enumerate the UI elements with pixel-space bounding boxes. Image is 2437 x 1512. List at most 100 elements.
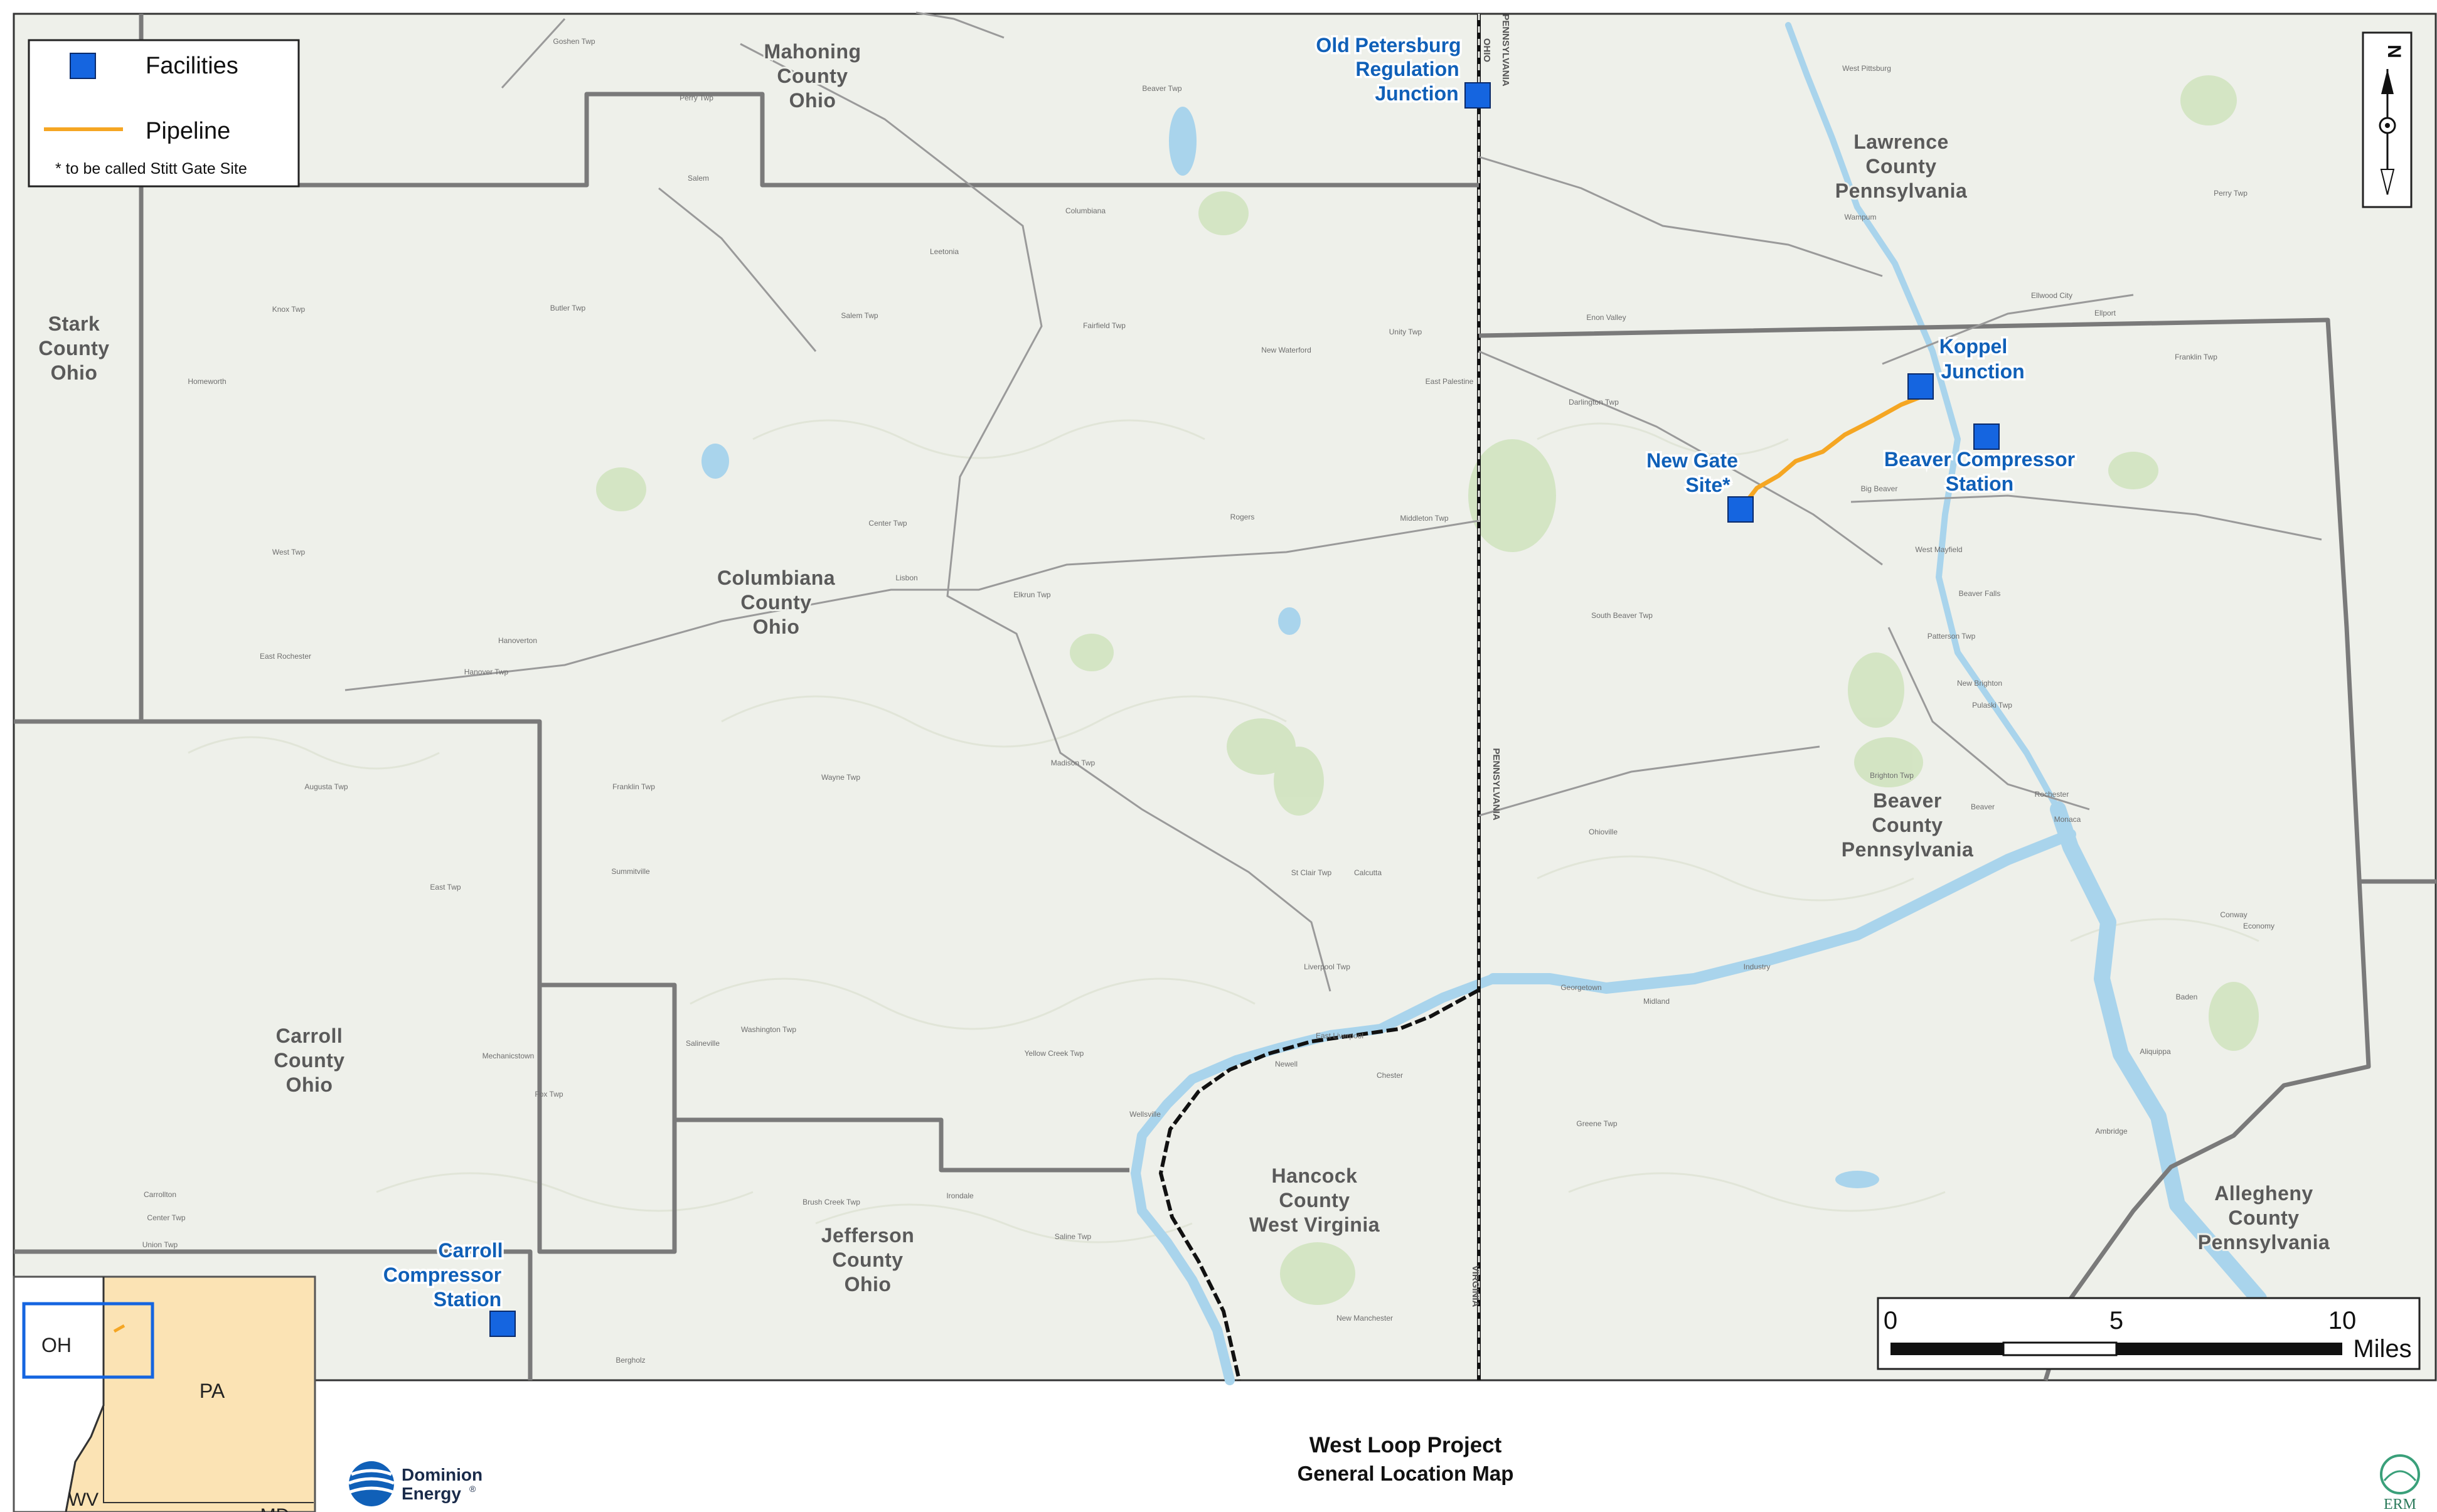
place-label: East Twp <box>430 883 461 892</box>
facility-label-line: Site* <box>1685 474 1730 496</box>
scale-segment-1 <box>1890 1343 2003 1355</box>
legend-footnote: * to be called Stitt Gate Site <box>55 160 247 178</box>
scale-tick-0: 0 <box>1884 1307 1897 1334</box>
county-label-carroll: Carroll County Ohio <box>272 1023 346 1098</box>
facility-marker <box>1464 82 1491 109</box>
place-label: Beaver Twp <box>1142 84 1181 93</box>
facility-carroll-compressor: Carroll Compressor Station <box>381 1237 516 1337</box>
footer-subtitle: General Location Map <box>1298 1462 1514 1485</box>
scale-segment-3 <box>2116 1343 2342 1355</box>
place-label: East Palestine <box>1426 377 1474 386</box>
county-label-line: County <box>2228 1206 2299 1229</box>
place-label: Economy <box>2243 922 2274 930</box>
place-label: Ambridge <box>2095 1127 2128 1136</box>
county-label-line: Lawrence <box>1853 130 1949 153</box>
facility-label-line: Junction <box>1941 360 2024 383</box>
place-label: Rochester <box>2035 790 2069 799</box>
place-label: East Rochester <box>260 652 311 661</box>
state-boundaries <box>1158 14 1481 1381</box>
place-label: Middleton Twp <box>1400 514 1448 523</box>
state-label-pennsylvania-upper: PENNSYLVANIA <box>1500 14 1511 86</box>
county-label-mahoning: Mahoning County Ohio <box>762 38 863 114</box>
inset-map: OH PA WV MD <box>13 1275 316 1512</box>
north-arrow-n: N <box>2384 45 2404 58</box>
county-label-line: County <box>832 1248 903 1271</box>
place-label: Yellow Creek Twp <box>1025 1049 1084 1058</box>
county-label-stark: Stark County Ohio <box>36 311 111 386</box>
state-border-labels: OHIO PENNSYLVANIA VIRGINIA PENNSYLVANIA <box>1470 14 1511 1307</box>
place-label: Baden <box>2176 993 2198 1001</box>
facility-marker <box>1727 496 1754 523</box>
inset-label-md: MD <box>260 1505 290 1512</box>
dominion-brand-reg: ® <box>469 1484 476 1494</box>
facility-beaver-compressor: Beaver Compressor Station <box>1882 423 2077 498</box>
state-label-virginia-lower: VIRGINIA <box>1470 1265 1481 1307</box>
place-label: Wayne Twp <box>821 773 860 782</box>
place-label: Center Twp <box>147 1213 185 1222</box>
facility-label-line: Compressor <box>383 1264 502 1286</box>
inset-label-wv: WV <box>68 1489 99 1510</box>
place-label: New Manchester <box>1336 1314 1393 1323</box>
county-label-columbiana: Columbiana County Ohio <box>715 565 837 640</box>
place-label: Hanover Twp <box>464 668 509 676</box>
erm-logo-text: ERM <box>2384 1496 2416 1512</box>
county-label-line: County <box>1872 814 1943 836</box>
place-label: Unity Twp <box>1389 327 1422 336</box>
place-label: Irondale <box>946 1191 974 1200</box>
lakes <box>701 107 1879 1188</box>
legend-pipeline-label: Pipeline <box>146 118 230 144</box>
pipeline-route <box>1739 394 1924 510</box>
place-label: St Clair Twp <box>1291 868 1332 877</box>
place-label: Ohioville <box>1589 828 1618 836</box>
county-label-line: County <box>1865 155 1936 178</box>
dominion-brand-line2: Energy <box>402 1484 461 1503</box>
place-label: Patterson Twp <box>1928 632 1976 641</box>
facility-koppel-junction: Koppel Junction <box>1907 333 2027 400</box>
place-label: Knox Twp <box>272 305 306 314</box>
facility-label-line: Junction <box>1375 82 1458 105</box>
county-label-lawrence: Lawrence County Pennsylvania <box>1833 129 1969 204</box>
place-label: Calcutta <box>1354 868 1382 877</box>
place-label: Newell <box>1275 1060 1298 1068</box>
scale-tick-10: 10 <box>2328 1307 2357 1334</box>
place-label: Hanoverton <box>498 636 537 645</box>
erm-logo-mark <box>2380 1454 2420 1494</box>
place-label: Fox Twp <box>535 1090 563 1099</box>
county-label-line: County <box>740 591 811 614</box>
inset-label-pa: PA <box>200 1380 225 1402</box>
terrain-hillshade <box>188 419 2259 1243</box>
place-label: Saline Twp <box>1055 1232 1092 1241</box>
ohio-river <box>1131 22 2267 1385</box>
facility-label-line: Carroll <box>438 1239 503 1262</box>
scale-tick-5: 5 <box>2109 1307 2123 1334</box>
place-label: Madison Twp <box>1051 759 1096 767</box>
county-label-allegheny: Allegheny County Pennsylvania <box>2196 1180 2332 1255</box>
facility-old-petersburg: Old Petersburg Regulation Junction <box>1314 32 1491 109</box>
scale-unit: Miles <box>2353 1335 2411 1363</box>
erm-logo: ERM <box>2380 1454 2420 1512</box>
facility-new-gate-site: New Gate Site* <box>1645 447 1754 523</box>
place-label: New Waterford <box>1261 346 1311 354</box>
county-label-line: Pennsylvania <box>1842 838 1974 861</box>
place-label: Pulaski Twp <box>1972 701 2012 710</box>
roads <box>344 11 2322 992</box>
place-label: New Brighton <box>1957 679 2002 688</box>
county-label-line: County <box>1279 1189 1350 1211</box>
place-label: Lisbon <box>895 573 917 582</box>
facility-label-line: Station <box>1946 472 2013 495</box>
north-arrow: N <box>2362 31 2413 208</box>
place-label: East Liverpool <box>1316 1031 1363 1040</box>
county-label-line: County <box>777 65 848 87</box>
facility-marker <box>1907 373 1934 400</box>
legend: Facilities Pipeline * to be called Stitt… <box>28 39 300 188</box>
place-label: Bergholz <box>616 1356 645 1365</box>
inset-pipeline-mark <box>113 1324 125 1333</box>
place-label: West Pittsburg <box>1842 64 1891 73</box>
place-label: Monaca <box>2054 815 2081 824</box>
county-label-beaver: Beaver County Pennsylvania <box>1840 787 1975 863</box>
county-label-line: County <box>274 1049 344 1072</box>
facility-label-line: Station <box>434 1288 501 1311</box>
park-areas <box>596 75 2259 1305</box>
